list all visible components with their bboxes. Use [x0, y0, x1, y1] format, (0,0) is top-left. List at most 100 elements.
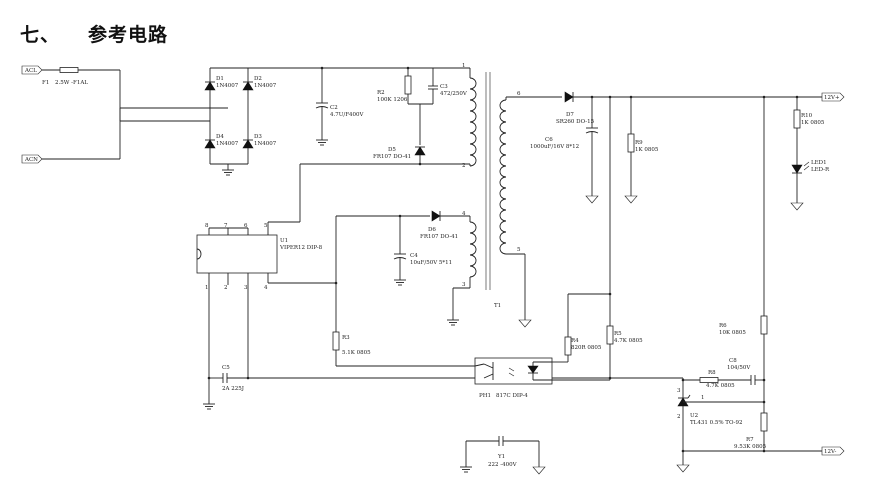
capacitor-c5: C5 2A 225J: [209, 365, 248, 392]
svg-text:12V+: 12V+: [824, 95, 840, 101]
svg-text:C2: C2: [330, 105, 338, 111]
svg-text:2: 2: [462, 163, 466, 169]
diode-d6: D6 FR107 DO-41: [420, 210, 470, 240]
svg-text:2.5W -F1AL: 2.5W -F1AL: [55, 80, 88, 86]
svg-text:SR260 DO-15: SR260 DO-15: [556, 119, 595, 125]
svg-text:D4: D4: [216, 134, 224, 140]
svg-text:4: 4: [264, 285, 268, 291]
svg-text:10uF/50V 5*11: 10uF/50V 5*11: [410, 260, 452, 266]
svg-text:1K 0805: 1K 0805: [801, 120, 825, 126]
diode-d7: D7 SR260 DO-15: [556, 91, 595, 125]
svg-text:4.7U/F400V: 4.7U/F400V: [330, 112, 365, 118]
svg-text:R6: R6: [719, 323, 727, 329]
svg-text:1N4007: 1N4007: [254, 141, 277, 147]
svg-text:820R 0805: 820R 0805: [571, 345, 602, 351]
svg-text:222 -400V: 222 -400V: [488, 462, 518, 468]
resistor-r6: R6 10K 0805: [719, 97, 768, 380]
section-title: 参考电路: [88, 24, 169, 46]
resistor-r5: R5 4.7K 0805: [606, 294, 643, 378]
capacitor-c2: C2 4.7U/F400V: [315, 68, 365, 146]
svg-text:R8: R8: [708, 370, 716, 376]
port-acn: ACN: [21, 154, 43, 164]
svg-text:D1: D1: [216, 76, 224, 82]
svg-text:LED1: LED1: [811, 160, 827, 166]
resistor-r7: R7 9.53K 0805: [734, 412, 768, 451]
resistor-r3: R3 5.1K 0805: [332, 283, 475, 367]
svg-text:817C DIP-4: 817C DIP-4: [496, 393, 528, 399]
svg-text:4.7K 0805: 4.7K 0805: [614, 338, 643, 344]
svg-text:F1: F1: [42, 80, 49, 86]
svg-text:5: 5: [517, 247, 521, 253]
svg-text:D6: D6: [428, 227, 436, 233]
svg-text:1: 1: [205, 285, 209, 291]
svg-text:R2: R2: [377, 90, 385, 96]
capacitor-c8: C8 104/50V: [727, 358, 764, 385]
svg-text:3: 3: [462, 282, 466, 288]
svg-text:T1: T1: [494, 303, 501, 309]
svg-text:472/250V: 472/250V: [440, 91, 468, 97]
svg-text:12V-: 12V-: [824, 449, 836, 455]
port-acl: ACL: [21, 65, 43, 75]
capacitor-y1: Y1 222 -400V: [460, 436, 546, 475]
fuse-f1: F1 2.5W -F1AL: [42, 67, 210, 122]
svg-text:Y1: Y1: [497, 454, 505, 460]
svg-text:R5: R5: [614, 331, 622, 337]
svg-text:C6: C6: [545, 137, 553, 143]
section-number: 七、: [20, 24, 61, 46]
svg-text:9.53K 0805: 9.53K 0805: [734, 444, 767, 450]
section-heading: 七、 参考电路: [20, 20, 168, 47]
svg-text:U2: U2: [690, 413, 698, 419]
svg-text:LED-R: LED-R: [811, 167, 830, 173]
optocoupler-ph1: PH1 817C DIP-4: [474, 357, 553, 399]
svg-text:4.7K 0805: 4.7K 0805: [706, 383, 735, 389]
svg-text:6: 6: [244, 223, 248, 229]
svg-text:2A 225J: 2A 225J: [222, 386, 244, 392]
svg-text:4: 4: [462, 211, 466, 217]
svg-text:C8: C8: [729, 358, 737, 364]
regulator-u2: 1 3 2 U2 TL431 0.5% TO-92: [676, 380, 764, 473]
transformer-t1: 1 2 4 3 6 5 T1: [300, 63, 532, 328]
capacitor-c6: C6 1000uF/16V 8*12: [530, 97, 599, 204]
svg-text:7: 7: [224, 223, 228, 229]
svg-text:R4: R4: [571, 338, 579, 344]
svg-text:5.1K 0805: 5.1K 0805: [342, 350, 371, 356]
snubber: R2 100K 1206 C3 472/250V: [377, 67, 468, 145]
svg-text:C3: C3: [440, 84, 448, 90]
svg-text:ACN: ACN: [24, 157, 38, 163]
svg-text:1: 1: [462, 63, 466, 69]
ic-u1: 8 7 6 5 1 2 3 4 U1 VIPER12 DIP-8: [196, 222, 323, 291]
svg-text:D5: D5: [388, 147, 396, 153]
bridge-rectifier: D1 1N4007 D2 1N4007 D4 1N4007 D3 1N4007: [204, 67, 277, 176]
svg-text:1000uF/16V 8*12: 1000uF/16V 8*12: [530, 144, 579, 150]
port-out-neg: 12V-: [821, 446, 845, 456]
svg-text:PH1: PH1: [479, 393, 491, 399]
resistor-r8: R8 4.7K 0805: [683, 370, 751, 389]
diode-d5: D5 FR107 DO-41: [373, 146, 426, 164]
svg-text:D3: D3: [254, 134, 262, 140]
svg-text:1N4007: 1N4007: [216, 83, 239, 89]
port-out-pos: 12V+: [821, 92, 845, 102]
svg-text:5: 5: [264, 223, 268, 229]
svg-text:1N4007: 1N4007: [254, 83, 277, 89]
svg-text:VIPER12 DIP-8: VIPER12 DIP-8: [279, 245, 323, 251]
svg-text:1: 1: [701, 395, 705, 401]
svg-text:10K 0805: 10K 0805: [719, 330, 746, 336]
svg-text:C4: C4: [410, 253, 418, 259]
svg-text:1K 0805: 1K 0805: [635, 147, 659, 153]
svg-text:R7: R7: [746, 437, 754, 443]
svg-text:C5: C5: [222, 365, 230, 371]
svg-text:2: 2: [677, 414, 681, 420]
svg-text:2: 2: [224, 285, 228, 291]
svg-text:3: 3: [244, 285, 248, 291]
svg-text:104/50V: 104/50V: [727, 365, 751, 371]
svg-text:R9: R9: [635, 140, 643, 146]
svg-text:3: 3: [677, 388, 681, 394]
svg-text:ACL: ACL: [24, 68, 37, 74]
svg-text:D2: D2: [254, 76, 262, 82]
svg-text:FR107 DO-41: FR107 DO-41: [373, 154, 411, 160]
resistor-r4: R4 820R 0805: [564, 293, 610, 362]
svg-text:TL431 0.5% TO-92: TL431 0.5% TO-92: [690, 420, 743, 426]
resistor-r9: R9 1K 0805: [624, 97, 659, 204]
svg-text:FR107 DO-41: FR107 DO-41: [420, 234, 458, 240]
